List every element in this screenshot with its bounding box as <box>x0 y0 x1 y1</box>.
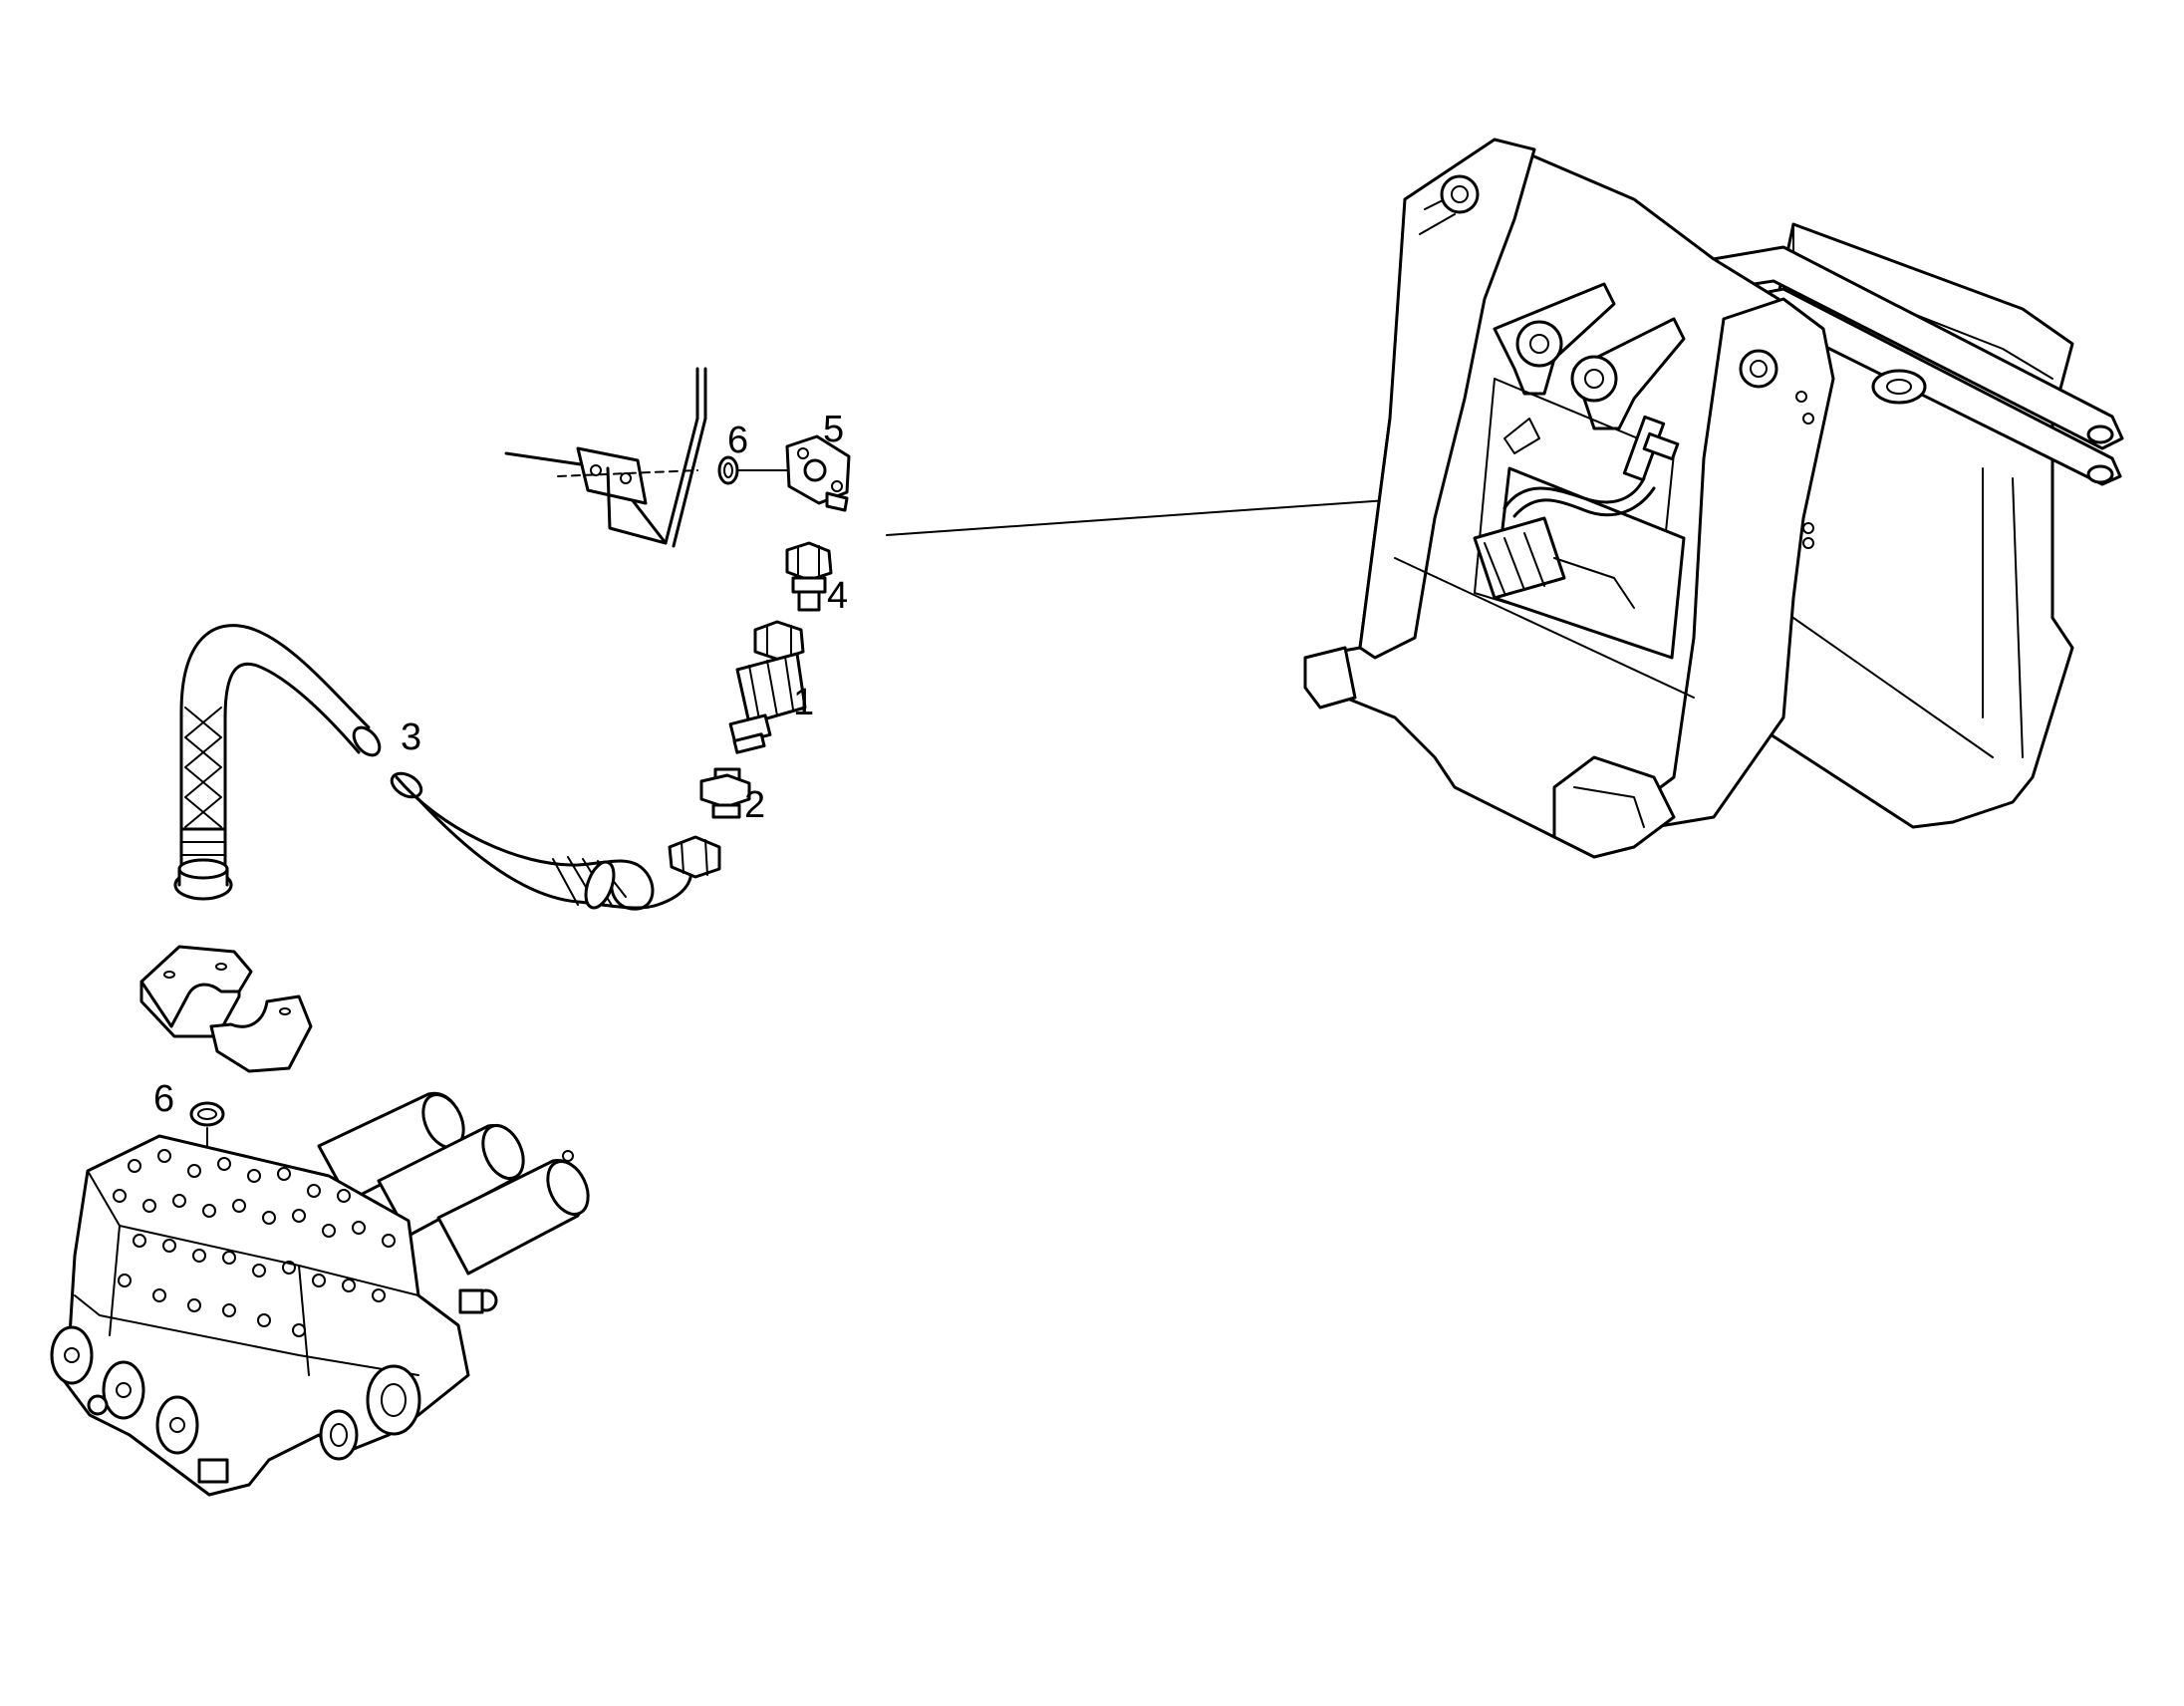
spool-end-caps <box>50 1288 498 1484</box>
callout-1: 1 <box>793 682 814 723</box>
split-flange-halves <box>139 945 313 1073</box>
mounting-bracket-panel <box>504 367 707 548</box>
valve-port-holes <box>113 1149 396 1337</box>
callout-6-upper: 6 <box>727 420 748 461</box>
callout-3: 3 <box>401 716 421 758</box>
callout-6-lower: 6 <box>153 1078 174 1120</box>
callout-2: 2 <box>744 784 765 826</box>
machine-valve-detail <box>1473 415 1680 609</box>
part-2-nipple <box>699 767 751 819</box>
control-valve-block <box>50 1091 590 1497</box>
leader-line-to-machine <box>886 493 1474 536</box>
callout-4: 4 <box>827 575 848 617</box>
callout-5: 5 <box>823 409 844 450</box>
callout-labels: 1 2 3 4 5 6 6 <box>153 409 848 1120</box>
part-4-adapter <box>785 541 833 612</box>
machine-frame <box>1303 138 2124 859</box>
part-5-flange-fitting <box>785 434 851 512</box>
part-6-o-ring-upper <box>717 455 790 485</box>
part-1-valve <box>728 620 807 754</box>
part-3-hose <box>173 624 721 911</box>
